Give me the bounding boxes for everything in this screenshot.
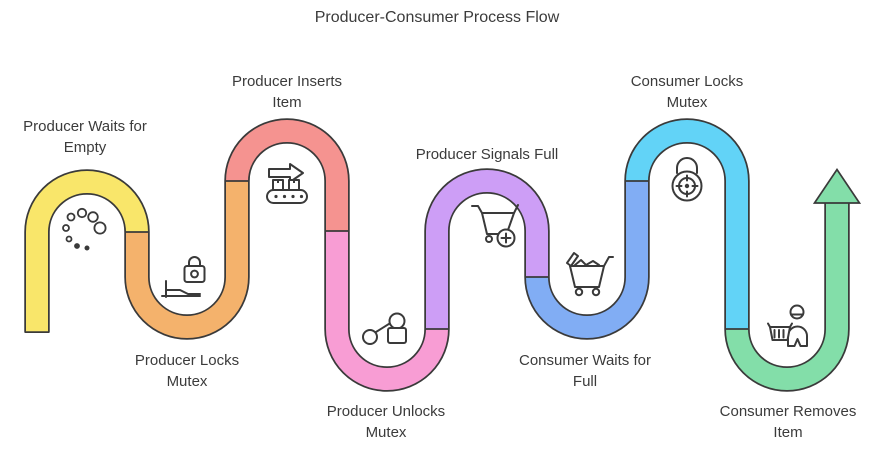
stage-label-consumer-removes-item: Consumer Removes Item xyxy=(693,401,880,443)
combo-lock-icon xyxy=(671,157,703,202)
stage-label-line: Producer Inserts xyxy=(231,73,343,90)
stage-label-line: Empty xyxy=(63,139,107,156)
stage-label-line: Full xyxy=(572,373,598,390)
stage-label-line: Mutex xyxy=(166,373,208,390)
cart-full-icon xyxy=(566,252,614,297)
segment-consumer-locks-mutex xyxy=(626,120,748,329)
stage-label-line: Consumer Locks xyxy=(630,73,744,90)
segment-producer-signals-full xyxy=(426,170,548,329)
stage-label-line: Mutex xyxy=(666,94,708,111)
segment-producer-locks-mutex xyxy=(126,181,248,338)
segment-producer-waits-empty xyxy=(26,171,148,332)
stage-label-line: Producer Locks xyxy=(134,352,240,369)
shopper-icon xyxy=(767,304,808,347)
stage-label-line: Item xyxy=(272,94,302,111)
stage-label-producer-inserts-item: Producer Inserts Item xyxy=(192,71,382,113)
stage-label-producer-signals-full: Producer Signals Full xyxy=(392,144,582,165)
segment-producer-unlocks-mutex xyxy=(326,231,448,390)
stage-label-line: Producer Unlocks xyxy=(326,403,446,420)
segment-dividers xyxy=(24,180,750,333)
lock-hand-icon xyxy=(161,256,206,298)
stage-label-consumer-waits-full: Consumer Waits for Full xyxy=(490,350,680,392)
stage-label-producer-waits-empty: Producer Waits for Empty xyxy=(0,116,180,158)
stage-label-line: Consumer Removes xyxy=(719,403,857,420)
unlock-share-icon xyxy=(362,312,407,345)
stage-label-producer-unlocks-mutex: Producer Unlocks Mutex xyxy=(291,401,481,443)
segment-consumer-waits-full xyxy=(526,181,648,338)
segment-producer-inserts-item xyxy=(226,120,348,231)
stage-label-line: Consumer Waits for xyxy=(519,352,651,369)
flow-end-arrowhead-icon xyxy=(812,167,862,204)
stage-label-line: Producer Waits for xyxy=(23,118,147,135)
stage-label-line: Item xyxy=(773,424,803,441)
stage-label-consumer-locks-mutex: Consumer Locks Mutex xyxy=(592,71,782,113)
conveyor-icon xyxy=(266,163,308,204)
diagram-title: Producer-Consumer Process Flow xyxy=(314,9,560,26)
spinner-dots-icon xyxy=(62,207,107,251)
stage-label-line: Mutex xyxy=(365,424,407,441)
stage-label-producer-locks-mutex: Producer Locks Mutex xyxy=(92,350,282,392)
segment-consumer-removes-item xyxy=(726,201,848,390)
cart-add-icon xyxy=(471,204,519,248)
stage-label-line: Producer Signals Full xyxy=(415,146,559,163)
